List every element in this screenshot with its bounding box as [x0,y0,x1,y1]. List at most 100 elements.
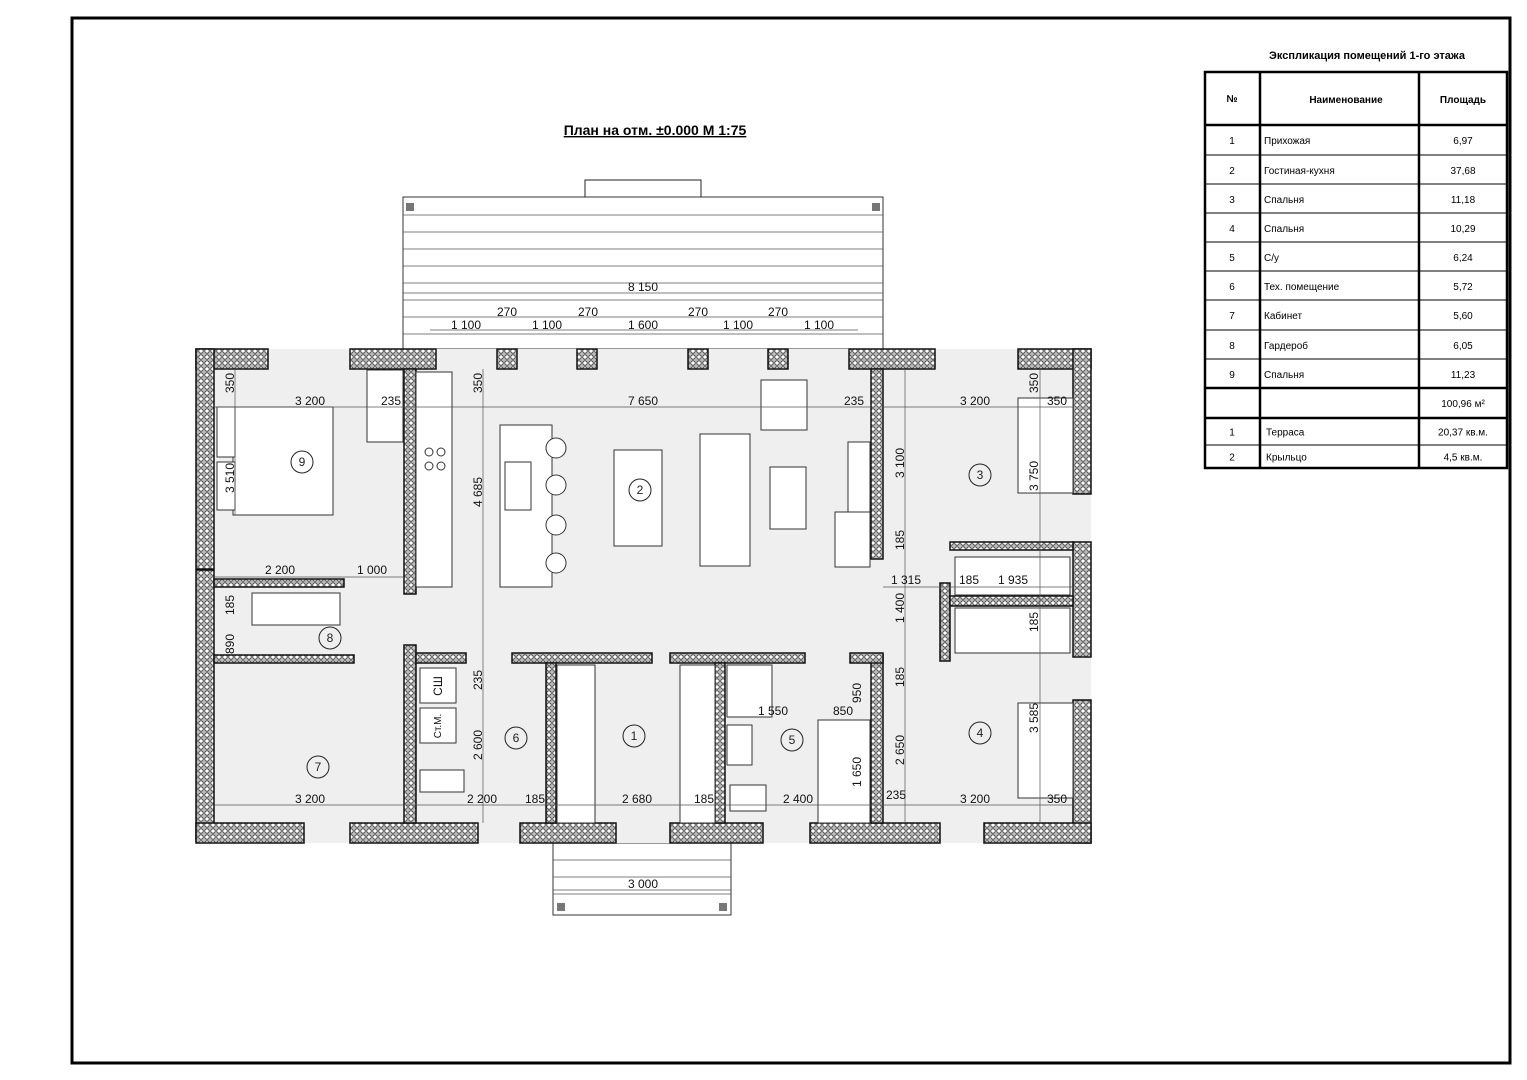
dim-label: 1 935 [998,573,1028,587]
table-cell: 2 [1229,453,1235,464]
room-number: 4 [977,726,984,740]
dim-label: 890 [223,634,237,654]
table-cell: 11,23 [1451,370,1476,381]
dim-label: 350 [1047,394,1067,408]
table-cell: 6,05 [1453,341,1473,352]
dim-label: 1 100 [723,318,753,332]
dim-label: 3 200 [295,394,325,408]
room-number: 7 [315,760,322,774]
walls [195,348,1092,844]
dim-label: 1 000 [357,563,387,577]
table-cell: 3 [1229,195,1235,206]
dim-label: 235 [844,394,864,408]
table-title: Экспликация помещений 1-го этажа [1269,50,1466,62]
table-cell: Гостиная-кухня [1264,166,1335,177]
dimension-lines [214,292,1073,891]
room-number: 8 [327,631,334,645]
dim-label: 1 100 [804,318,834,332]
dim-label: 270 [768,305,788,319]
dim-label: 350 [471,373,485,393]
header-num: № [1226,94,1237,105]
dim-label: 185 [1027,612,1041,632]
dim-label: 7 650 [628,394,658,408]
table-cell: 11,18 [1451,195,1476,206]
table-cell: Спальня [1264,370,1304,381]
dim-label: 950 [850,683,864,703]
table-cell: 6,97 [1453,136,1473,147]
dim-label: 185 [694,792,714,806]
table-cell: 4 [1229,224,1235,235]
washer-label: Ст.М. [433,714,444,739]
dim-label: 3 510 [223,463,237,493]
table-cell: Тех. помещение [1264,282,1340,293]
dim-label: 3 585 [1027,703,1041,733]
table-cell: Спальня [1264,224,1304,235]
dim-label: 350 [1047,792,1067,806]
table-cell: 7 [1229,311,1235,322]
dimension-labels: 8 150 270 270 270 270 1 100 1 100 1 600 … [223,280,1067,891]
table-cell: 10,29 [1450,224,1475,235]
table-cell: Крыльцо [1266,453,1307,464]
table-cell: 20,37 кв.м. [1438,428,1488,439]
table-cell: 9 [1229,370,1235,381]
table-cell: 5,72 [1453,282,1473,293]
table-cell: 4,5 кв.м. [1444,453,1483,464]
dim-label: 2 200 [467,792,497,806]
table-cell: С/у [1264,253,1279,264]
table-cell: 8 [1229,341,1235,352]
table-cell: 100,96 м² [1441,399,1485,410]
table-cell: 5 [1229,253,1235,264]
table-cell: Гардероб [1264,340,1308,352]
dim-label: 270 [578,305,598,319]
sheet-frame [70,16,1512,1065]
table-cell: 6,24 [1453,253,1473,264]
header-area: Площадь [1440,95,1486,106]
dim-label: 185 [223,595,237,615]
room-number: 9 [299,455,306,469]
boiler-label: СШ [431,676,445,696]
dim-label: 1 100 [532,318,562,332]
dim-label: 3 200 [960,394,990,408]
table-cell: Терраса [1266,428,1305,439]
dim-label: 1 315 [891,573,921,587]
table-cell: Кабинет [1264,310,1302,322]
dim-label: 1 650 [850,757,864,787]
dim-label: 850 [833,704,853,718]
dim-label: 3 200 [960,792,990,806]
dim-label: 1 100 [451,318,481,332]
dim-label: 270 [497,305,517,319]
room-markers: 9 2 3 8 6 1 5 7 4 [290,450,992,779]
dim-label: 350 [1027,373,1041,393]
dim-label: 8 150 [628,280,658,294]
table-cell: 37,68 [1450,166,1475,177]
dim-label: 270 [688,305,708,319]
terrace [402,179,884,350]
dim-label: 1 400 [893,593,907,623]
dim-label: 235 [886,788,906,802]
dim-label: 3 100 [893,448,907,478]
dim-label: 350 [223,373,237,393]
room-number: 5 [789,733,796,747]
room-number: 6 [513,731,520,745]
dim-label: 3 750 [1027,461,1041,491]
dim-label: 235 [471,670,485,690]
dim-label: 1 600 [628,318,658,332]
dim-label: 2 200 [265,563,295,577]
table-cell: Прихожая [1264,136,1310,147]
dim-label: 185 [959,573,979,587]
explication-table: Экспликация помещений 1-го этажа № Наиме… [1203,50,1509,470]
dim-label: 4 685 [471,477,485,507]
table-cell: 5,60 [1453,311,1473,322]
dim-label: 3 000 [628,877,658,891]
dim-label: 2 680 [622,792,652,806]
dim-label: 3 200 [295,792,325,806]
dim-label: 235 [381,394,401,408]
porch [552,842,732,916]
dim-label: 185 [893,667,907,687]
header-name: Наименование [1309,95,1383,106]
dim-label: 2 650 [893,735,907,765]
dim-label: 185 [893,530,907,550]
table-cell: 2 [1229,166,1235,177]
